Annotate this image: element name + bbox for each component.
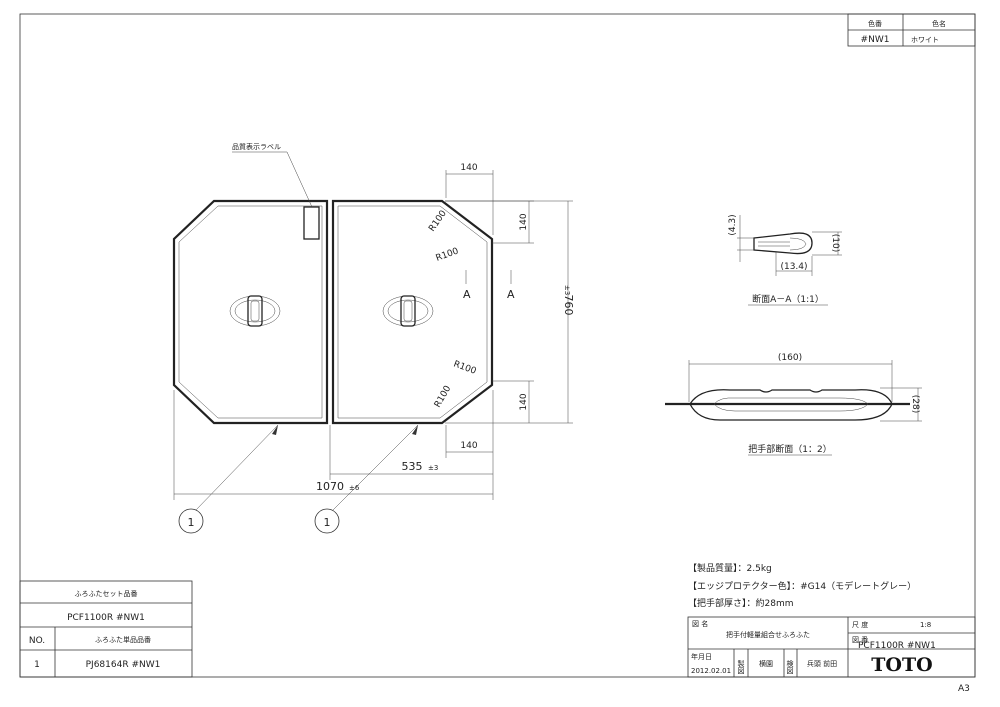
- left-panel-inner: [178, 205, 323, 419]
- toto-logo: TOTO: [871, 654, 932, 676]
- dim-bottom-140: 140: [460, 441, 477, 451]
- dim-height: 760: [562, 295, 575, 316]
- balloon-1-left-label: 1: [188, 516, 195, 529]
- dim-13-4: (13.4): [780, 262, 807, 272]
- row-part-number: PJ68164R #NW1: [86, 660, 161, 670]
- lid-plan-view: 品質表示ラベル R100 R100 R100 R100 A A 140: [172, 142, 575, 534]
- title-block: 図 名 把手付軽量組合せふろふた 尺 度 1:8 図 番 PCF1100R #N…: [687, 616, 976, 678]
- row-number: 1: [34, 660, 40, 670]
- handle-section: (160) (28) 把手部断面（1：2）: [665, 353, 922, 456]
- drafted-label: 製図: [737, 659, 745, 675]
- checked-by: 兵頭 前田: [807, 659, 837, 668]
- dim-height-tol: ±3: [563, 285, 571, 295]
- date-value: 2012.02.01: [691, 667, 731, 675]
- dim-160: (160): [778, 353, 802, 363]
- sheet-frame: [19, 13, 976, 678]
- dim-10: (10): [830, 234, 840, 252]
- dim-28: (28): [910, 395, 920, 413]
- spec-edge-color: 【エッジプロテクター色】：#G14（モデレートグレー）: [688, 580, 916, 592]
- scale-value: 1:8: [920, 621, 931, 629]
- section-aa-caption: 断面A－A（1:1）: [752, 293, 824, 305]
- section-mark-left: A: [463, 288, 471, 301]
- parts-table: ふろふたセット品番 PCF1100R #NW1 NO. ふろふた単品品番 1 P…: [19, 580, 193, 678]
- left-panel-outline: [172, 199, 329, 425]
- sheet-size: A3: [958, 684, 970, 694]
- radius-label-4: R100: [433, 384, 454, 410]
- section-aa: (4.3) (10) (13.4) 断面A－A（1:1）: [728, 214, 842, 306]
- single-number-header: ふろふた単品品番: [95, 635, 151, 644]
- spec-handle-thickness: 【把手部厚さ】：約28mm: [688, 597, 794, 609]
- date-label: 年月日: [691, 652, 712, 661]
- drawing-no-label: 図 番: [852, 636, 868, 644]
- spec-weight: 【製品質量】：2.5kg: [688, 562, 772, 574]
- quality-label-rect: [303, 206, 320, 240]
- drawing-title: 把手付軽量組合せふろふた: [726, 630, 810, 639]
- right-handle: [382, 295, 434, 327]
- dim-half-width-tol: ±3: [428, 464, 438, 472]
- right-panel-inner: [337, 205, 488, 419]
- title-label: 図 名: [692, 619, 708, 628]
- dim-4-3: (4.3): [728, 214, 738, 235]
- dim-total-width-tol: ±6: [349, 484, 360, 492]
- dim-right-140-bottom: 140: [519, 393, 529, 410]
- set-number-header: ふろふたセット品番: [75, 590, 138, 598]
- handle-section-caption: 把手部断面（1：2）: [748, 443, 831, 455]
- balloon-1-right-label: 1: [324, 516, 331, 529]
- drafted-by: 横園: [759, 659, 773, 668]
- color-name-value: ホワイト: [911, 36, 939, 44]
- set-number-value: PCF1100R #NW1: [67, 613, 145, 623]
- no-header: NO.: [29, 636, 45, 646]
- dim-half-width: 535: [402, 460, 423, 473]
- dim-total-width: 1070: [316, 480, 344, 493]
- scale-label: 尺 度: [852, 620, 868, 629]
- balloon-1-right: [314, 508, 340, 534]
- drawing-no-value: PCF1100R #NW1: [858, 641, 936, 651]
- section-mark-right: A: [507, 288, 515, 301]
- balloon-1-left: [178, 508, 204, 534]
- color-code-header: 色番: [868, 19, 882, 28]
- checked-label: 検図: [786, 659, 794, 675]
- spec-notes: 【製品質量】：2.5kg 【エッジプロテクター色】：#G14（モデレートグレー）…: [688, 562, 916, 609]
- radius-label-2: R100: [435, 246, 461, 264]
- left-handle: [229, 295, 281, 327]
- quality-label-note: 品質表示ラベル: [232, 142, 281, 151]
- color-table: 色番 色名 #NW1 ホワイト: [847, 13, 976, 47]
- color-code-value: #NW1: [861, 35, 890, 45]
- radius-label-1: R100: [427, 209, 449, 234]
- color-name-header: 色名: [932, 19, 946, 28]
- dim-top-140: 140: [460, 163, 477, 173]
- dim-right-140-top: 140: [519, 213, 529, 230]
- right-panel-outline: [331, 199, 494, 425]
- radius-label-3: R100: [452, 359, 478, 377]
